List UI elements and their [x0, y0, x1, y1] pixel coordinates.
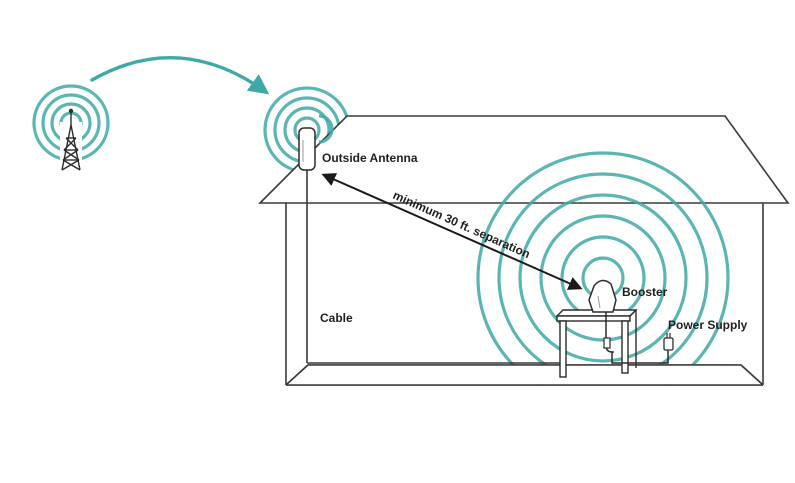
booster-table [555, 309, 638, 378]
outside-antenna-label: Outside Antenna [322, 151, 418, 165]
signal-arc-arrow [90, 56, 270, 95]
power-supply-label: Power Supply [668, 318, 748, 332]
outside-antenna-icon [298, 127, 316, 363]
separation-arrow [321, 173, 583, 290]
cell-tower-icon [32, 84, 110, 172]
booster-label: Booster [622, 285, 668, 299]
power-supply-icon [611, 333, 674, 364]
booster-icon [588, 279, 617, 353]
cable-label: Cable [320, 311, 353, 325]
